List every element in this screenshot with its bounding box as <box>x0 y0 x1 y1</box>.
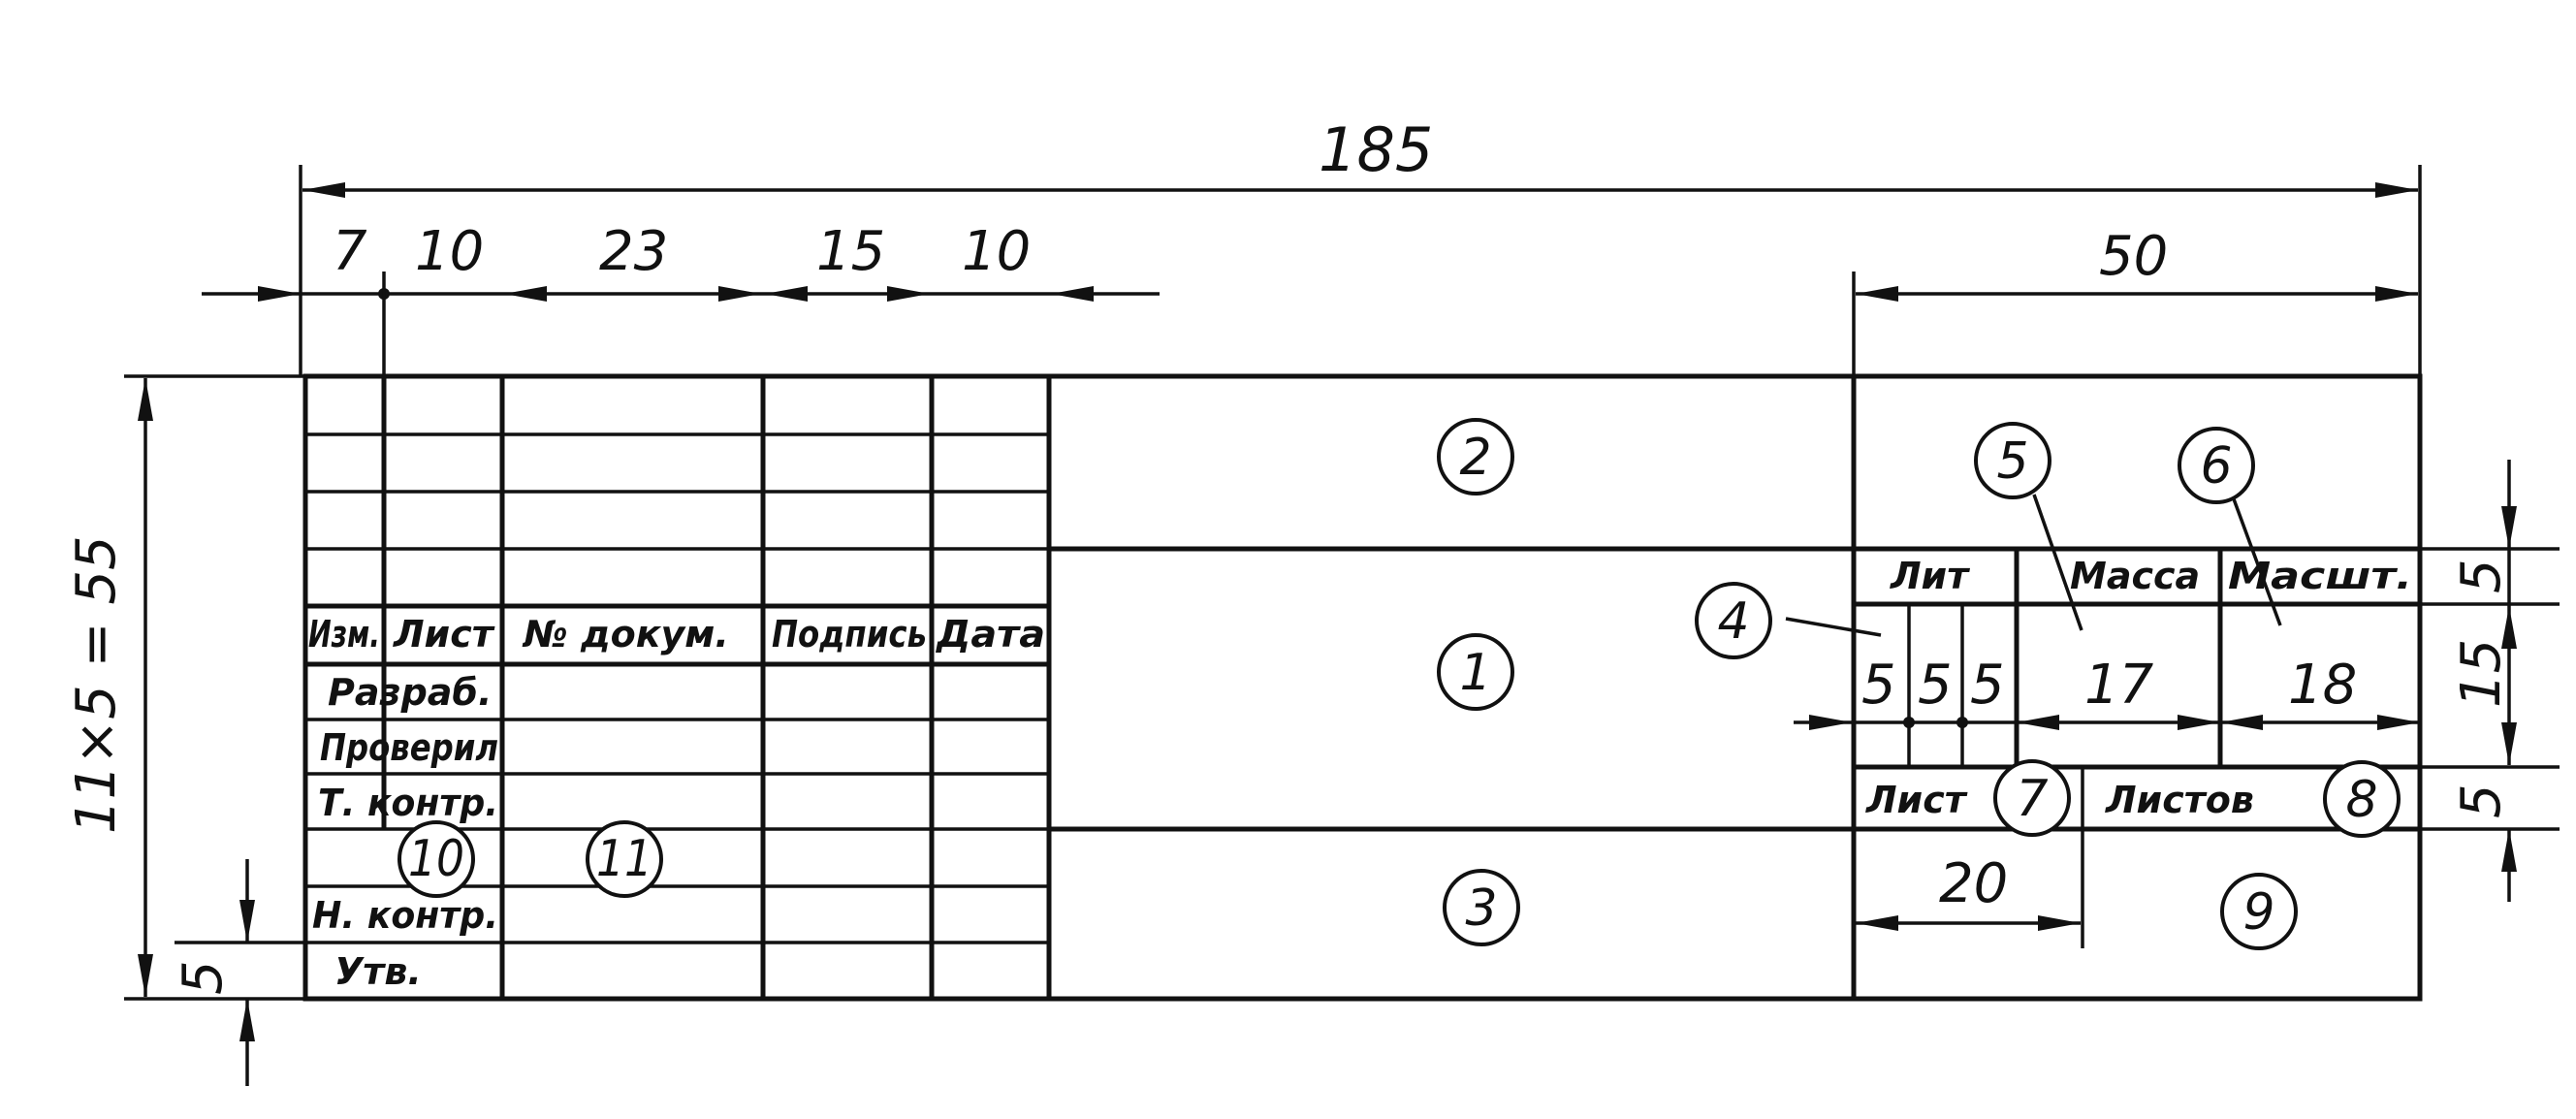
callout-4: 4 <box>1695 582 1772 659</box>
label-tech-control: Т. контр. <box>318 782 498 824</box>
dim-right-5-top: 5 <box>2450 559 2513 593</box>
dimension-labels: 185 7 10 23 15 10 50 11×5 = 55 5 5 5 5 1… <box>65 114 2513 995</box>
callout-9: 9 <box>2220 873 2298 950</box>
dim-lit-5a: 5 <box>1861 654 1896 717</box>
dim-right-block: 50 <box>2099 225 2168 288</box>
svg-text:7: 7 <box>2016 770 2048 828</box>
dim-col-10a: 10 <box>415 220 484 283</box>
svg-text:9: 9 <box>2242 883 2274 942</box>
title-block-frame <box>260 373 2423 1002</box>
label-izm: Изм. <box>308 613 380 655</box>
label-list: Лист <box>393 613 495 655</box>
dim-height-total: 11×5 = 55 <box>65 535 128 834</box>
label-mass: Масса <box>2070 555 2200 597</box>
dim-col-23: 23 <box>599 220 668 283</box>
extension-lines <box>124 165 2560 1001</box>
dim-col-15: 15 <box>816 220 885 283</box>
svg-text:10: 10 <box>408 830 464 888</box>
callouts: 1 2 3 4 5 6 7 8 <box>398 418 2401 950</box>
dim-sheet-20: 20 <box>1939 852 2008 915</box>
callout-8: 8 <box>2323 760 2401 838</box>
dim-lit-5c: 5 <box>1970 654 2005 717</box>
label-norm-control: Н. контр. <box>312 894 498 937</box>
svg-text:1: 1 <box>1459 644 1491 702</box>
label-approved: Утв. <box>334 950 422 993</box>
dim-right-15: 15 <box>2450 639 2513 708</box>
svg-text:5: 5 <box>1996 432 2028 491</box>
dim-lit-5b: 5 <box>1918 654 1953 717</box>
dim-total-width: 185 <box>1319 114 1433 185</box>
dim-col-7: 7 <box>333 220 367 283</box>
label-checked: Проверил <box>320 726 498 769</box>
label-lit: Лит <box>1890 555 1970 597</box>
dim-row-height: 5 <box>172 960 235 995</box>
label-doc-no: № докум. <box>522 613 729 655</box>
callout-2: 2 <box>1437 418 1514 496</box>
callout-leaders <box>1785 494 2282 637</box>
svg-text:4: 4 <box>1717 592 1749 651</box>
dim-mass-17: 17 <box>2084 654 2154 717</box>
dim-col-10b: 10 <box>962 220 1031 283</box>
callout-6: 6 <box>2178 427 2255 504</box>
dimension-lines <box>138 182 2517 1086</box>
label-sheets: Листов <box>2105 779 2254 821</box>
callout-7: 7 <box>1993 759 2071 837</box>
label-date: Дата <box>936 613 1045 655</box>
svg-text:6: 6 <box>2200 437 2232 496</box>
callout-1: 1 <box>1437 633 1514 711</box>
svg-text:3: 3 <box>1465 879 1497 938</box>
table-labels: Изм. Лист № докум. Подпись Дата Разраб. … <box>308 555 2412 993</box>
label-developed: Разраб. <box>328 671 492 714</box>
callout-11: 11 <box>586 820 663 898</box>
label-sheet: Лист <box>1865 779 1968 821</box>
label-signature: Подпись <box>772 613 927 655</box>
callout-3: 3 <box>1443 869 1520 946</box>
dim-scale-18: 18 <box>2288 654 2357 717</box>
callout-10: 10 <box>398 820 475 898</box>
svg-text:8: 8 <box>2345 771 2377 829</box>
svg-text:11: 11 <box>596 830 652 888</box>
dim-right-5-bottom: 5 <box>2450 783 2513 818</box>
callout-5: 5 <box>1974 422 2051 499</box>
svg-text:2: 2 <box>1459 429 1491 487</box>
